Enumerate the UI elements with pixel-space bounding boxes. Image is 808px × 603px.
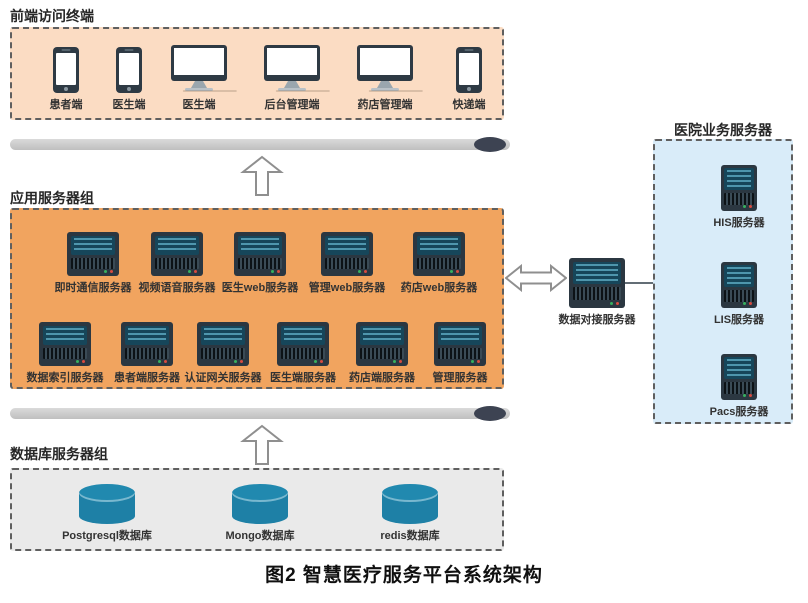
terminal-item: 药店管理端 bbox=[343, 43, 427, 112]
database-label: redis数据库 bbox=[380, 530, 440, 542]
phone-icon bbox=[53, 47, 79, 93]
app-server-item: 数据索引服务器 bbox=[17, 322, 113, 385]
server-icon bbox=[434, 322, 486, 366]
app-server-zone: 即时通信服务器 视频语音服务器 医生web服务器 管理web服务器 药店web服… bbox=[10, 208, 504, 389]
app-server-item: 医生web服务器 bbox=[212, 232, 308, 295]
app-server-item: 药店web服务器 bbox=[391, 232, 487, 295]
server-icon bbox=[67, 232, 119, 276]
server-icon bbox=[356, 322, 408, 366]
terminal-label: 患者端 bbox=[49, 99, 83, 111]
flow-bar bbox=[10, 137, 510, 152]
server-icon bbox=[413, 232, 465, 276]
database-label: Mongo数据库 bbox=[225, 530, 295, 542]
terminal-label: 医生端 bbox=[182, 99, 216, 111]
server-icon bbox=[234, 232, 286, 276]
bar-endpoint bbox=[474, 137, 506, 152]
database-icon bbox=[382, 484, 438, 524]
flow-bar bbox=[10, 406, 510, 421]
server-label: Pacs服务器 bbox=[709, 406, 769, 418]
app-server-item: 即时通信服务器 bbox=[45, 232, 141, 295]
server-label: 医生端服务器 bbox=[270, 372, 336, 384]
app-server-item: 视频语音服务器 bbox=[129, 232, 225, 295]
server-icon bbox=[721, 165, 757, 211]
phone-icon bbox=[116, 47, 142, 93]
database-label: Postgresql数据库 bbox=[62, 530, 152, 542]
server-icon bbox=[277, 322, 329, 366]
monitor-icon bbox=[171, 45, 237, 93]
app-server-item: 患者端服务器 bbox=[99, 322, 195, 385]
server-label: LIS服务器 bbox=[713, 314, 765, 326]
app-server-item: 认证网关服务器 bbox=[175, 322, 271, 385]
server-label: 药店web服务器 bbox=[400, 282, 478, 294]
bar-endpoint bbox=[474, 406, 506, 421]
database-icon bbox=[79, 484, 135, 524]
frontend-section-title: 前端访问终端 bbox=[10, 8, 94, 24]
monitor-icon bbox=[357, 45, 423, 93]
server-icon bbox=[321, 232, 373, 276]
database-icon bbox=[232, 484, 288, 524]
database-zone: Postgresql数据库 Mongo数据库 redis数据库 bbox=[10, 468, 504, 551]
terminal-item: 快递端 bbox=[427, 43, 511, 112]
up-arrow-icon bbox=[240, 155, 284, 196]
server-label: 认证网关服务器 bbox=[184, 372, 262, 384]
server-icon bbox=[721, 354, 757, 400]
app-server-item: 管理web服务器 bbox=[299, 232, 395, 295]
database-item: Mongo数据库 bbox=[200, 484, 320, 543]
server-icon bbox=[121, 322, 173, 366]
terminal-label: 医生端 bbox=[112, 99, 146, 111]
app-server-item: 药店端服务器 bbox=[334, 322, 430, 385]
hospital-section-title: 医院业务服务器 bbox=[674, 122, 772, 138]
server-label: 数据索引服务器 bbox=[26, 372, 104, 384]
monitor-icon bbox=[264, 45, 330, 93]
hospital-server-item: HIS服务器 bbox=[687, 165, 791, 230]
app-server-item: 管理服务器 bbox=[412, 322, 508, 385]
figure-caption: 图2 智慧医疗服务平台系统架构 bbox=[265, 565, 543, 586]
server-label: 医生web服务器 bbox=[221, 282, 299, 294]
double-arrow-icon bbox=[505, 264, 567, 292]
server-icon bbox=[151, 232, 203, 276]
terminal-item: 医生端 bbox=[157, 43, 241, 112]
gateway-item: 数据对接服务器 bbox=[545, 258, 649, 327]
server-label: HIS服务器 bbox=[713, 217, 765, 229]
server-label: 即时通信服务器 bbox=[54, 282, 132, 294]
server-label: 管理服务器 bbox=[432, 372, 488, 384]
terminal-label: 后台管理端 bbox=[264, 99, 320, 111]
terminal-label: 快递端 bbox=[452, 99, 486, 111]
database-item: Postgresql数据库 bbox=[47, 484, 167, 543]
server-icon bbox=[197, 322, 249, 366]
phone-icon bbox=[456, 47, 482, 93]
hospital-server-item: LIS服务器 bbox=[687, 262, 791, 327]
app-section-title: 应用服务器组 bbox=[10, 190, 94, 206]
up-arrow-icon bbox=[240, 424, 284, 465]
terminal-label: 药店管理端 bbox=[357, 99, 413, 111]
terminal-item: 后台管理端 bbox=[250, 43, 334, 112]
server-icon bbox=[721, 262, 757, 308]
hospital-server-item: Pacs服务器 bbox=[687, 354, 791, 419]
terminal-item: 医生端 bbox=[87, 43, 171, 112]
server-icon bbox=[569, 258, 625, 308]
database-section-title: 数据库服务器组 bbox=[10, 446, 108, 462]
frontend-zone: 患者端 医生端 医生端 后台管理端 药店管理端 快递端 bbox=[10, 27, 504, 120]
server-label: 管理web服务器 bbox=[308, 282, 386, 294]
server-label: 患者端服务器 bbox=[114, 372, 180, 384]
terminal-item: 患者端 bbox=[24, 43, 108, 112]
database-item: redis数据库 bbox=[350, 484, 470, 543]
gateway-label: 数据对接服务器 bbox=[558, 314, 636, 326]
server-icon bbox=[39, 322, 91, 366]
server-label: 视频语音服务器 bbox=[138, 282, 216, 294]
app-server-item: 医生端服务器 bbox=[255, 322, 351, 385]
server-label: 药店端服务器 bbox=[349, 372, 415, 384]
